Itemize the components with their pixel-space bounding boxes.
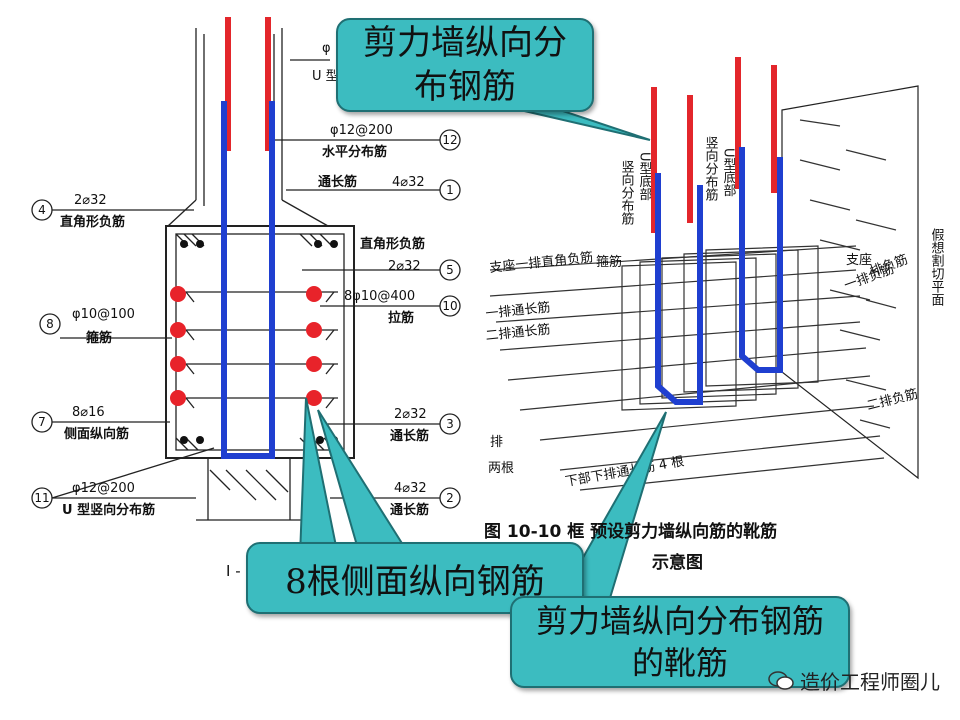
pointer-top <box>519 109 651 141</box>
label-3-name: 通长筋 <box>390 428 429 444</box>
marker-4-num: 4 <box>38 203 46 217</box>
label-12-name: 水平分布筋 <box>322 144 387 160</box>
wechat-icon <box>768 670 794 690</box>
marker-10-num: 10 <box>442 299 457 313</box>
label-2-name: 通长筋 <box>390 502 429 518</box>
marker-3-num: 3 <box>446 417 454 431</box>
marker-11-num: 11 <box>34 491 49 505</box>
side-bar-dot <box>170 286 186 302</box>
v-u-bottom-b: U型底部 <box>721 148 737 197</box>
marker-5 <box>439 259 461 281</box>
figure-caption-2: 示意图 <box>652 553 703 573</box>
callout-boot-rebar: 剪力墙纵向分布钢筋的靴筋 <box>510 596 850 688</box>
marker-7 <box>31 411 53 433</box>
marker-1-num: 1 <box>446 183 454 197</box>
p-fujin-2: 二排负筋 <box>865 386 919 414</box>
label-7-spec: 8⌀16 <box>72 405 105 420</box>
p-tongchang-2: 二排通长筋 <box>485 321 551 344</box>
side-bar-dot <box>306 322 322 338</box>
label-1-name: 通长筋 <box>318 174 357 190</box>
side-bar-dot <box>306 356 322 372</box>
label-5-spec: 2⌀32 <box>388 259 421 274</box>
side-bar-dot <box>170 322 186 338</box>
side-bar-dot <box>306 390 322 406</box>
marker-10 <box>439 295 461 317</box>
p-bottom-genshu: 两根 <box>488 461 514 476</box>
v-shuxiang: 竖向分布筋 <box>619 160 635 225</box>
marker-numbers: 12 1 4 5 10 8 7 3 11 2 <box>34 133 457 505</box>
label-3-spec: 2⌀32 <box>394 407 427 422</box>
label-1-spec: 4⌀32 <box>392 175 425 190</box>
marker-8-num: 8 <box>46 317 54 331</box>
label-2-spec: 4⌀32 <box>394 481 427 496</box>
label-4-name: 直角形负筋 <box>60 214 125 230</box>
marker-5-num: 5 <box>446 263 454 277</box>
side-bar-dot <box>170 356 186 372</box>
p-zhizuo-right: 支座 <box>846 253 872 268</box>
blue-u-bar <box>221 101 275 459</box>
blue-u-bar-p1 <box>655 173 703 405</box>
label-5-name: 直角形负筋 <box>360 236 425 252</box>
label-8-spec: φ10@100 <box>72 307 135 322</box>
side-bar-dots <box>170 286 322 406</box>
label-10-name: 拉筋 <box>388 310 414 326</box>
blue-u-bar-p2 <box>739 147 783 373</box>
marker-4 <box>31 199 53 221</box>
label-phi-top: φ <box>322 41 331 56</box>
label-12-spec: φ12@200 <box>330 123 393 138</box>
marker-8 <box>39 313 61 335</box>
section-wall-rebar <box>221 17 275 459</box>
watermark: 造价工程师圈儿 <box>768 666 940 695</box>
marker-3 <box>439 413 461 435</box>
p-gujin: 箍筋 <box>596 254 622 270</box>
side-bar-dot <box>306 286 322 302</box>
label-7-name: 侧面纵向筋 <box>64 426 129 442</box>
marker-2 <box>439 487 461 509</box>
label-10-spec: 8φ10@400 <box>344 289 415 304</box>
label-4-spec: 2⌀32 <box>74 193 107 208</box>
section-mark: I - <box>226 562 241 580</box>
label-11-spec: φ12@200 <box>72 481 135 496</box>
label-8-name: 箍筋 <box>86 330 112 346</box>
marker-1 <box>439 179 461 201</box>
marker-12-num: 12 <box>442 133 457 147</box>
marker-11 <box>31 487 53 509</box>
marker-2-num: 2 <box>446 491 454 505</box>
v-jiaxiang: 假想割切平面 <box>929 228 945 306</box>
callout-pointers <box>298 109 667 599</box>
figure-caption: 图 10-10 框 预设剪力墙纵向筋的靴筋 <box>484 522 778 542</box>
marker-12 <box>439 129 461 151</box>
side-bar-dot <box>170 390 186 406</box>
section-markers <box>31 129 461 509</box>
p-tongchang-1: 一排通长筋 <box>485 299 551 322</box>
label-11-name: U 型竖向分布筋 <box>62 502 155 518</box>
p-zhizuo-1: 支座一排直角负筋 <box>489 249 594 276</box>
marker-7-num: 7 <box>38 415 46 429</box>
p-bottom-pai: 排 <box>490 435 503 450</box>
watermark-text: 造价工程师圈儿 <box>800 670 940 694</box>
v-shuxiang-u: 竖向分布筋 <box>703 136 719 201</box>
callout-wall-vertical-rebar: 剪力墙纵向分布钢筋 <box>336 18 594 112</box>
section-labels: φ U 型 φ12@200 水平分布筋 通长筋 4⌀32 2⌀32 直角形负筋 … <box>60 41 429 518</box>
pointer-mid-a <box>298 397 340 557</box>
v-u-bottom-a: U型底部 <box>637 152 653 201</box>
perspective-wall-rebar <box>651 57 783 405</box>
label-u-top: U 型 <box>312 69 339 84</box>
